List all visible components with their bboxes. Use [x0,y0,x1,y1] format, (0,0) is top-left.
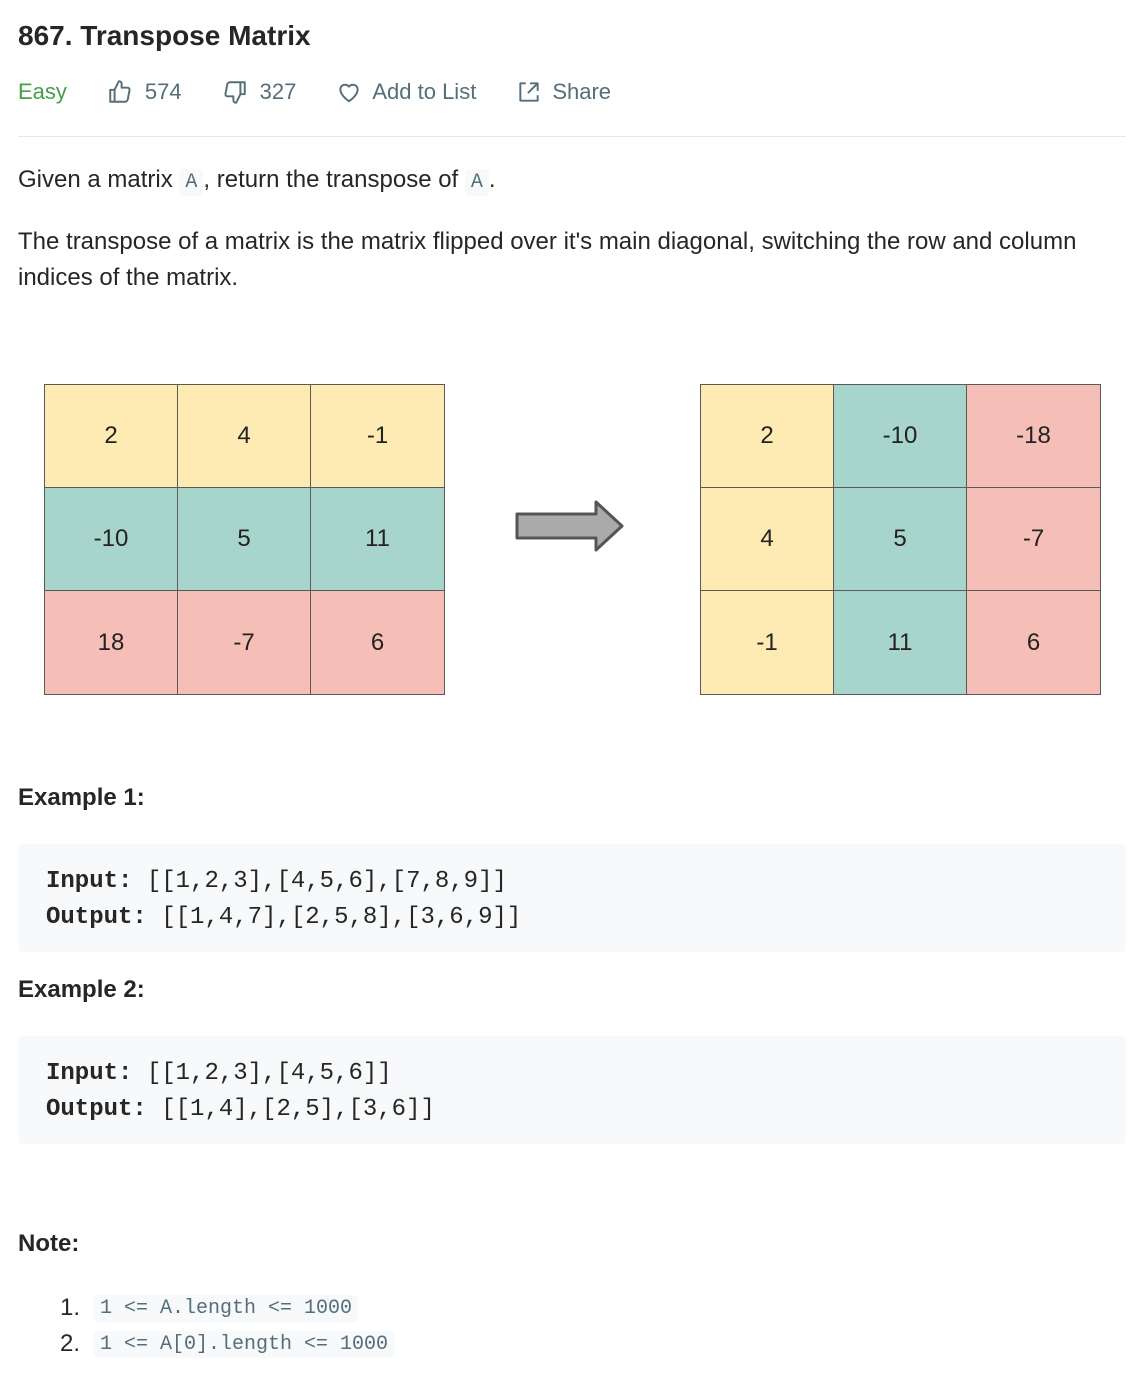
matrix-cell: 6 [967,591,1100,694]
matrix-cell: 11 [311,488,444,591]
problem-title: 867. Transpose Matrix [18,20,311,51]
example-2-code: Input: [[1,2,3],[4,5,6]] Output: [[1,4],… [18,1036,1126,1144]
matrix-cell: 18 [45,591,178,694]
like-button[interactable]: 574 [107,79,182,105]
thumbs-up-icon [109,80,131,103]
dislike-button[interactable]: 327 [222,79,297,105]
matrix-cell: -18 [967,385,1100,488]
matrix-cell: 6 [311,591,444,694]
share-label: Share [552,79,612,104]
example-1-code: Input: [[1,2,3],[4,5,6],[7,8,9]] Output:… [18,844,1126,952]
divider [18,136,1126,137]
note-item: 1. 1 <= A.length <= 1000 [60,1290,394,1326]
matrix-cell: 4 [178,385,311,488]
matrix-cell: -10 [45,488,178,591]
problem-meta-bar: Easy 574 327 Add to List [18,76,651,108]
description-paragraph-2: The transpose of a matrix is the matrix … [18,228,1077,291]
matrix-cell: 11 [834,591,967,694]
matrix-cell: 5 [178,488,311,591]
matrix-cell: 4 [701,488,834,591]
note-heading: Note: [18,1230,80,1257]
description-paragraph-1: Given a matrix A, return the transpose o… [18,166,496,196]
like-count: 574 [144,79,182,104]
note-list: 1. 1 <= A.length <= 1000 2. 1 <= A[0].le… [60,1290,395,1362]
matrix-cell: -1 [311,385,444,488]
share-button[interactable]: Share [516,79,611,105]
matrix-cell: -7 [967,488,1100,591]
note-item: 2. 1 <= A[0].length <= 1000 [60,1326,395,1362]
right-arrow-icon [515,500,624,552]
matrix-cell: -1 [701,591,834,694]
example-1-heading: Example 1: [18,784,145,811]
inline-code: 1 <= A.length <= 1000 [94,1294,359,1322]
thumbs-down-icon [224,81,246,104]
heart-icon [339,83,360,103]
matrix-cell: -10 [834,385,967,488]
matrix-cell: 5 [834,488,967,591]
inline-code: A [464,169,489,196]
add-to-list-label: Add to List [372,79,477,104]
inline-code: A [179,169,204,196]
share-icon [519,82,539,102]
difficulty-badge: Easy [18,79,67,104]
dislike-count: 327 [259,79,297,104]
matrix-cell: 2 [701,385,834,488]
add-to-list-button[interactable]: Add to List [336,79,476,105]
matrix-cell: -7 [178,591,311,694]
matrix-cell: 2 [45,385,178,488]
inline-code: 1 <= A[0].length <= 1000 [94,1330,395,1358]
example-2-heading: Example 2: [18,976,145,1003]
